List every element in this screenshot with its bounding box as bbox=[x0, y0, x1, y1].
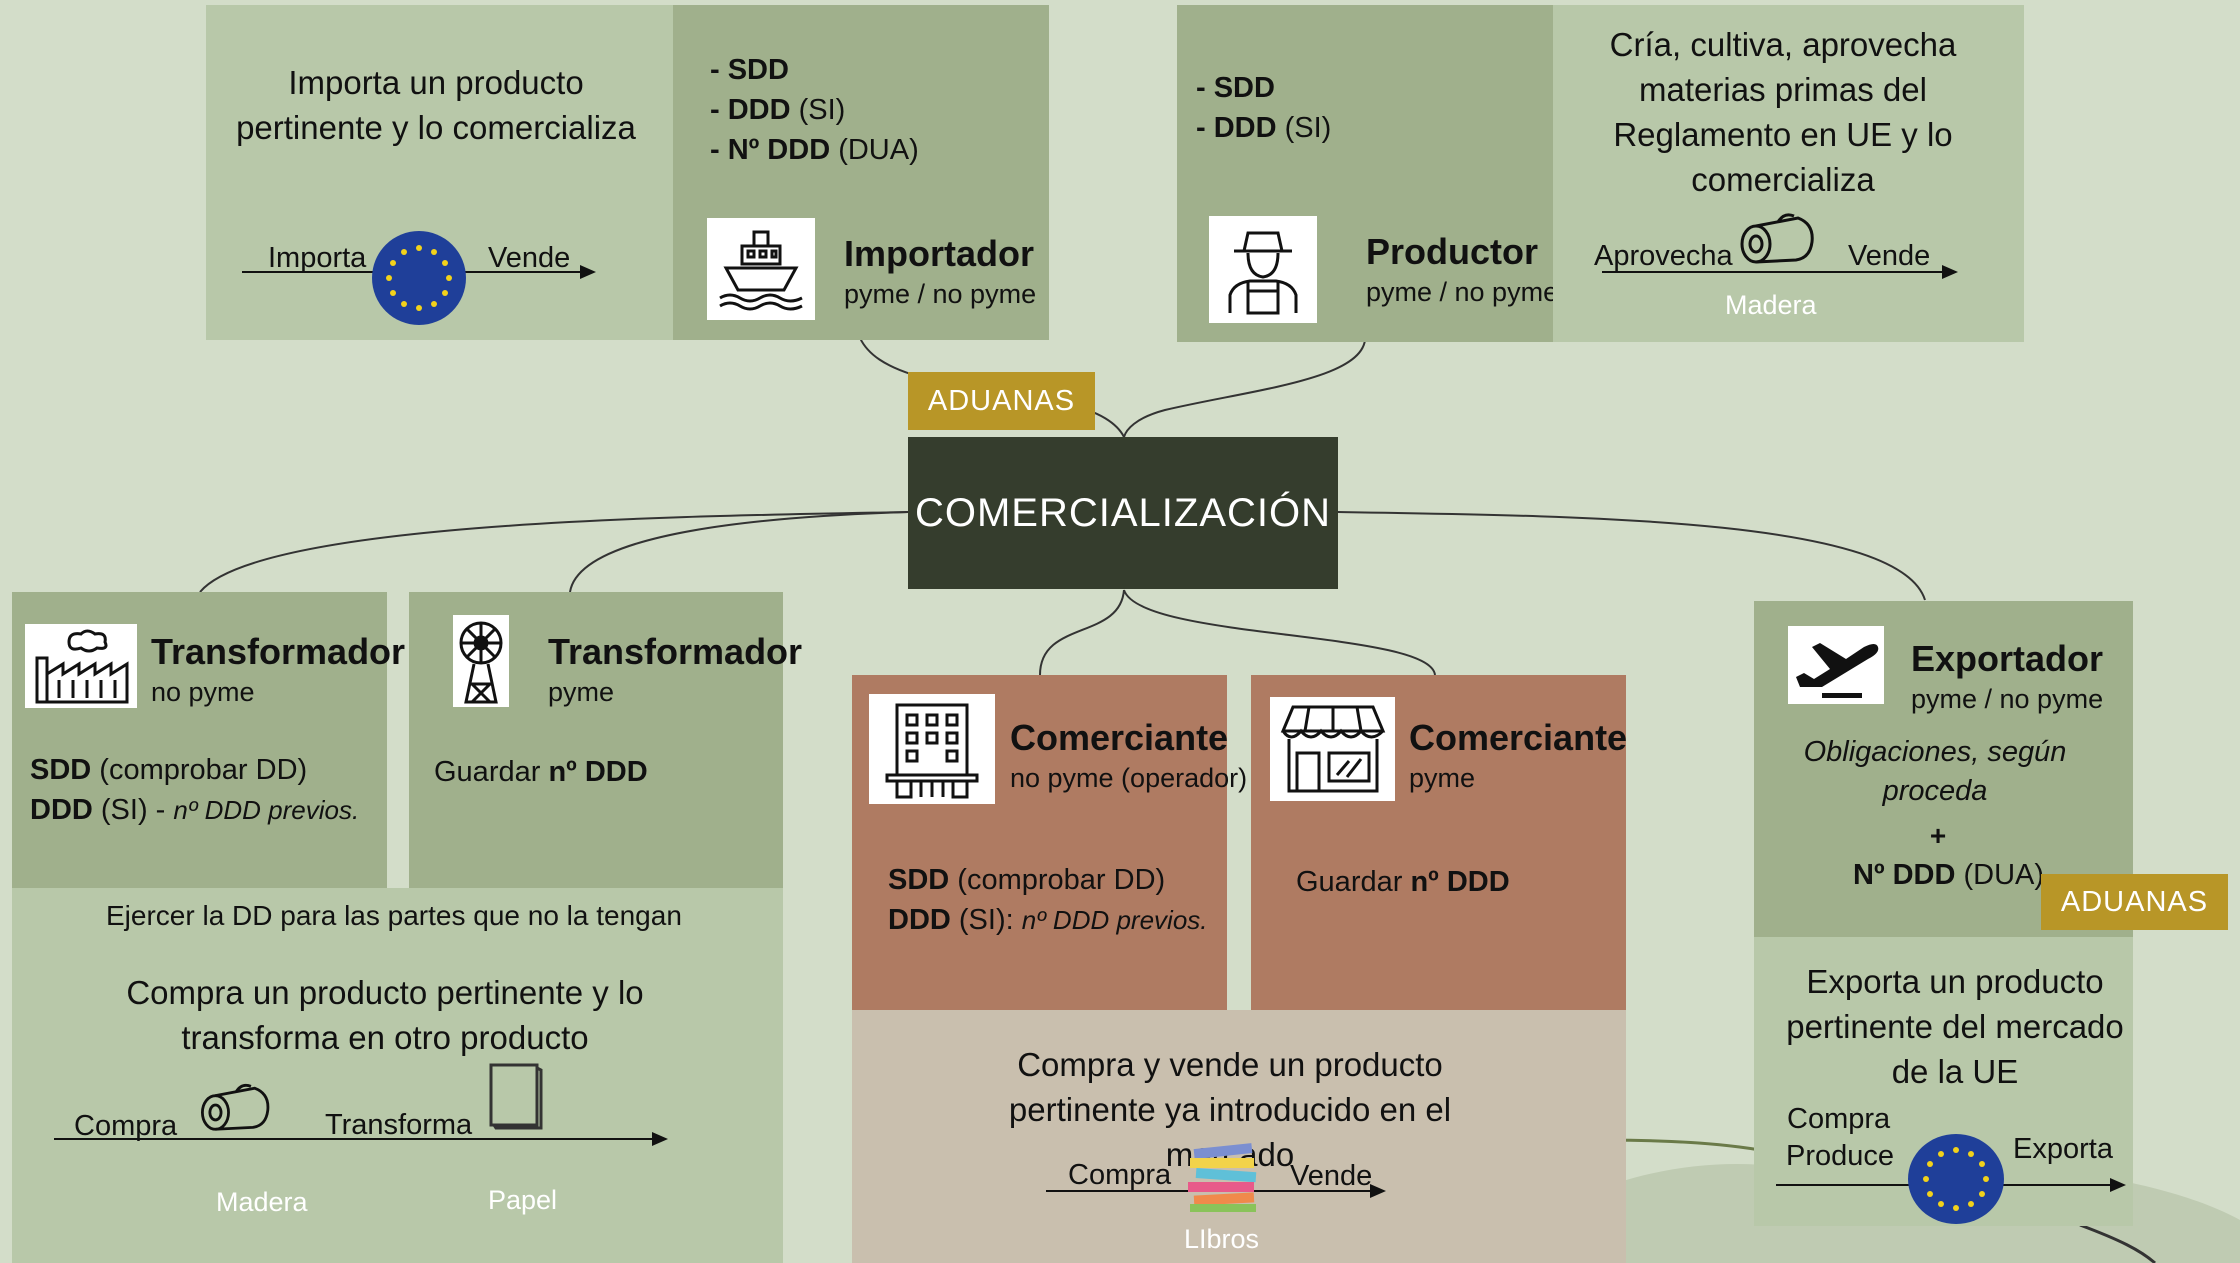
paper-icon bbox=[488, 1062, 544, 1135]
importador-obligations: - SDD - DDD (SI) - Nº DDD (DUA) bbox=[710, 50, 919, 170]
log-icon bbox=[198, 1077, 274, 1138]
comerciante-no-pyme-subtitle: no pyme (operador) bbox=[1010, 763, 1248, 793]
comerciante-pyme-line: Guardar nº DDD bbox=[1296, 862, 1510, 902]
exportador-dua: Nº DDD (DUA) bbox=[1853, 855, 2044, 895]
transformador-pyme-title: Transformador bbox=[548, 631, 803, 672]
productor-obligations: - SDD - DDD (SI) bbox=[1196, 68, 1331, 148]
sdd-detail: (comprobar DD) bbox=[949, 864, 1166, 896]
importador-description: Importa un producto pertinente y lo come… bbox=[236, 64, 636, 146]
comerciante-pyme-title: Comerciante bbox=[1409, 717, 1628, 758]
ddd-label: DDD bbox=[888, 904, 951, 936]
ship-icon bbox=[707, 218, 815, 320]
exportador-subtitle: pyme / no pyme bbox=[1911, 684, 2104, 714]
transformador-product2: Papel bbox=[488, 1185, 558, 1215]
exportador-description: Exporta un producto pertinente del merca… bbox=[1786, 963, 2124, 1090]
transformador-description: Compra un producto pertinente y lo trans… bbox=[126, 974, 644, 1056]
exportador-obligations: Obligaciones, según proceda bbox=[1803, 736, 2067, 807]
comerciante-no-pyme-line2: DDD (SI): nº DDD previos. bbox=[888, 900, 1208, 940]
eu-flag-icon bbox=[372, 231, 466, 325]
exportador-flow-left1: Compra bbox=[1787, 1103, 1891, 1135]
comerciante-flow-right: Vende bbox=[1290, 1160, 1373, 1192]
ddd-detail: (SI): bbox=[950, 904, 1022, 936]
transformador-no-pyme-line2: DDD (SI) - nº DDD previos. bbox=[30, 790, 359, 830]
center-label: COMERCIALIZACIÓN bbox=[914, 490, 1332, 535]
sdd-detail: (comprobar DD) bbox=[91, 754, 308, 786]
productor-flow-left: Aprovecha bbox=[1594, 240, 1733, 272]
ddd-previos: nº DDD previos. bbox=[173, 795, 360, 825]
sdd-label: SDD bbox=[30, 754, 92, 786]
comerciante-no-pyme-title: Comerciante bbox=[1010, 717, 1229, 758]
building-icon bbox=[869, 694, 995, 804]
ddd-number-label: Nº DDD bbox=[1853, 859, 1956, 891]
exportador-plus: + bbox=[1929, 820, 1947, 851]
eu-flag-icon bbox=[1908, 1134, 2004, 1224]
sdd-label: SDD bbox=[888, 864, 950, 896]
productor-flow-product: Madera bbox=[1725, 290, 1817, 320]
ddd-number-label: nº DDD bbox=[548, 756, 648, 788]
importador-flow-left: Importa bbox=[268, 242, 367, 274]
transformador-product1: Madera bbox=[216, 1187, 308, 1217]
exportador-flow-right: Exporta bbox=[2013, 1133, 2113, 1165]
comerciante-flow-left: Compra bbox=[1068, 1159, 1172, 1191]
transformador-flow-middle: Transforma bbox=[325, 1109, 473, 1141]
productor-subtitle: pyme / no pyme bbox=[1366, 277, 1559, 307]
ddd-detail: (SI) - bbox=[92, 794, 174, 826]
comerciante-pyme-subtitle: pyme bbox=[1409, 763, 1476, 793]
transformador-no-pyme-subtitle: no pyme bbox=[151, 677, 255, 707]
comerciante-description: Compra y vende un producto pertinente ya… bbox=[1008, 1046, 1452, 1173]
dua-label: (DUA) bbox=[1955, 859, 2045, 891]
productor-title: Productor bbox=[1366, 231, 1539, 272]
transformador-pyme-subtitle: pyme bbox=[548, 677, 615, 707]
farmer-icon bbox=[1209, 216, 1317, 323]
productor-description-panel bbox=[1553, 5, 2024, 342]
log-icon bbox=[1738, 206, 1818, 271]
books-icon bbox=[1184, 1142, 1266, 1219]
importador-obligation-bold: - DDD bbox=[710, 94, 791, 126]
aduanas-badge-import: ADUANAS bbox=[908, 372, 1095, 430]
transformador-flow-left: Compra bbox=[74, 1110, 178, 1142]
transformador-no-pyme-title: Transformador bbox=[151, 631, 406, 672]
factory-icon bbox=[25, 624, 137, 708]
airplane-icon bbox=[1788, 626, 1884, 704]
ddd-number-label: nº DDD bbox=[1410, 866, 1510, 898]
transformador-note: Ejercer la DD para las partes que no la … bbox=[106, 900, 682, 931]
shop-icon bbox=[1270, 697, 1395, 801]
comerciante-no-pyme-line1: SDD (comprobar DD) bbox=[888, 860, 1165, 900]
importador-title: Importador bbox=[844, 233, 1035, 274]
productor-obligation-bold: - SDD bbox=[1196, 72, 1275, 104]
productor-flow-arrow bbox=[1602, 265, 1958, 279]
comerciante-shared-panel bbox=[852, 1010, 1626, 1263]
productor-obligation-bold: - DDD bbox=[1196, 112, 1277, 144]
center-node: COMERCIALIZACIÓN bbox=[908, 437, 1338, 589]
exportador-flow-left2: Produce bbox=[1786, 1140, 1895, 1172]
ddd-previos: nº DDD previos. bbox=[1021, 905, 1208, 935]
importador-subtitle: pyme / no pyme bbox=[844, 279, 1037, 309]
aduanas-badge-export: ADUANAS bbox=[2041, 874, 2228, 930]
importador-obligation-bold: - SDD bbox=[710, 54, 789, 86]
guardar-label: Guardar bbox=[434, 756, 549, 788]
importador-obligation-rest: (DUA) bbox=[830, 134, 919, 166]
transformador-shared-panel bbox=[12, 888, 783, 1263]
ddd-label: DDD bbox=[30, 794, 93, 826]
importador-flow-right: Vende bbox=[488, 242, 571, 274]
productor-flow-right: Vende bbox=[1848, 240, 1931, 272]
transformador-pyme-line: Guardar nº DDD bbox=[434, 752, 648, 792]
importador-obligation-bold: - Nº DDD bbox=[710, 134, 831, 166]
exportador-title: Exportador bbox=[1911, 638, 2104, 679]
transformador-flow-arrow bbox=[54, 1132, 668, 1146]
comerciante-flow-product: LIbros bbox=[1184, 1224, 1260, 1254]
guardar-label: Guardar bbox=[1296, 866, 1411, 898]
productor-obligation-rest: (SI) bbox=[1276, 112, 1332, 144]
productor-description: Cría, cultiva, aprovecha materias primas… bbox=[1609, 26, 1957, 198]
windmill-icon bbox=[453, 615, 509, 707]
transformador-no-pyme-line1: SDD (comprobar DD) bbox=[30, 750, 307, 790]
importador-obligation-rest: (SI) bbox=[790, 94, 846, 126]
